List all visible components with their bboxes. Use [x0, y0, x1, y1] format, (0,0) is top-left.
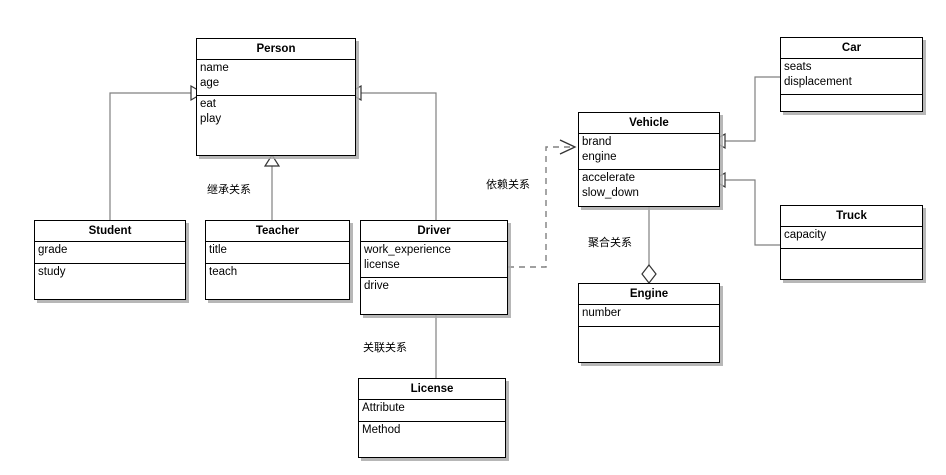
class-attributes-student: grade	[35, 242, 185, 264]
class-box-license[interactable]: License Attribute Method	[358, 378, 506, 458]
class-title-driver: Driver	[361, 221, 507, 242]
method-row: drive	[364, 280, 389, 292]
class-methods-vehicle: accelerate slow_down	[579, 170, 719, 201]
class-methods-student: study	[35, 264, 185, 281]
class-attributes-license: Attribute	[359, 400, 505, 422]
method-row: teach	[209, 266, 238, 278]
class-attributes-vehicle: brand engine	[579, 134, 719, 170]
class-title-person: Person	[197, 39, 355, 60]
method-row: study	[38, 266, 66, 278]
class-title-car: Car	[781, 38, 922, 59]
attribute-row: displacement	[784, 75, 852, 88]
class-title-teacher: Teacher	[206, 221, 349, 242]
label-inheritance: 继承关系	[207, 183, 251, 196]
class-methods-teacher: teach	[206, 264, 349, 281]
class-methods-person: eat play	[197, 96, 355, 127]
attribute-row: grade	[38, 244, 68, 256]
class-attributes-truck: capacity	[781, 227, 922, 249]
class-box-person[interactable]: Person name age eat play	[196, 38, 356, 156]
class-title-vehicle: Vehicle	[579, 113, 719, 134]
class-methods-engine	[579, 327, 719, 329]
attribute-row: title	[209, 244, 227, 256]
edge-student-person[interactable]	[109, 84, 205, 220]
class-box-teacher[interactable]: Teacher title teach	[205, 220, 350, 300]
method-row: play	[200, 112, 222, 125]
class-box-driver[interactable]: Driver work_experience license drive	[360, 220, 508, 315]
class-methods-truck	[781, 249, 922, 251]
label-association: 关联关系	[363, 341, 407, 354]
edge-driver-person[interactable]	[347, 84, 437, 220]
class-attributes-teacher: title	[206, 242, 349, 264]
class-box-car[interactable]: Car seats displacement	[780, 37, 923, 112]
class-methods-driver: drive	[361, 278, 507, 295]
class-title-student: Student	[35, 221, 185, 242]
label-dependency: 依赖关系	[486, 178, 530, 191]
class-title-license: License	[359, 379, 505, 400]
class-methods-car	[781, 95, 922, 97]
method-row: Method	[362, 424, 401, 436]
attribute-row: number	[582, 307, 621, 319]
class-box-engine[interactable]: Engine number	[578, 283, 720, 363]
class-box-vehicle[interactable]: Vehicle brand engine accelerate slow_dow…	[578, 112, 720, 207]
class-attributes-engine: number	[579, 305, 719, 327]
attribute-row: seats	[784, 61, 812, 73]
class-title-truck: Truck	[781, 206, 922, 227]
attribute-row: capacity	[784, 229, 827, 241]
attribute-row: engine	[582, 150, 617, 163]
method-row: slow_down	[582, 186, 639, 199]
label-aggregation: 聚合关系	[588, 236, 632, 249]
method-row: eat	[200, 98, 216, 110]
edge-vehicle-engine[interactable]	[641, 207, 657, 284]
edge-car-vehicle[interactable]	[711, 76, 780, 150]
class-box-truck[interactable]: Truck capacity	[780, 205, 923, 280]
edge-truck-vehicle[interactable]	[711, 171, 780, 246]
attribute-row: license	[364, 258, 400, 271]
method-row: accelerate	[582, 172, 636, 184]
attribute-row: Attribute	[362, 402, 405, 414]
attribute-row: age	[200, 76, 220, 89]
class-methods-license: Method	[359, 422, 505, 439]
class-title-engine: Engine	[579, 284, 719, 305]
class-attributes-car: seats displacement	[781, 59, 922, 95]
edge-driver-vehicle[interactable]	[508, 139, 577, 268]
attribute-row: brand	[582, 136, 612, 148]
attribute-row: work_experience	[364, 244, 451, 256]
class-attributes-person: name age	[197, 60, 355, 96]
attribute-row: name	[200, 62, 229, 74]
class-box-student[interactable]: Student grade study	[34, 220, 186, 300]
class-attributes-driver: work_experience license	[361, 242, 507, 278]
edge-teacher-person[interactable]	[263, 153, 281, 220]
